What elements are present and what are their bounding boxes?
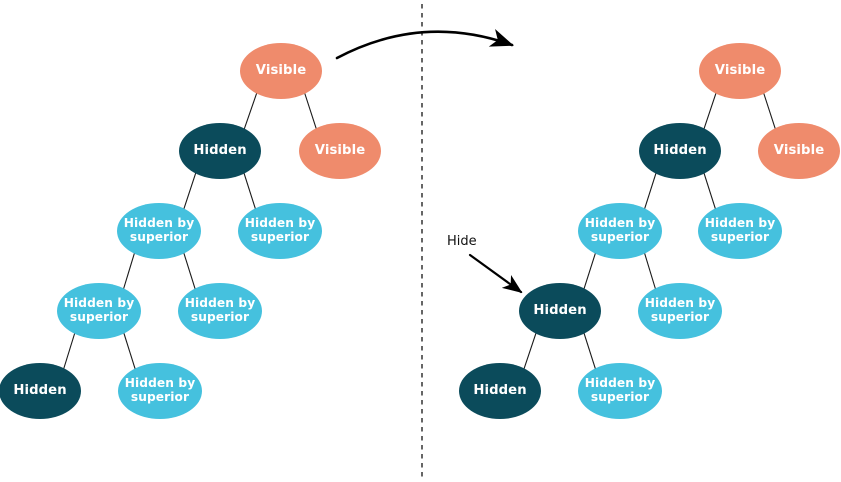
tree-node-visible[interactable]: Visible xyxy=(758,123,840,179)
tree-node-label: Visible xyxy=(255,62,307,78)
tree-edge xyxy=(123,332,136,370)
tree-node-hidden[interactable]: Hidden xyxy=(0,363,81,419)
hide-annotation-label: Hide xyxy=(447,234,477,249)
tree-node-visible[interactable]: Visible xyxy=(299,123,381,179)
tree-node-label: Hidden by superior xyxy=(644,296,716,324)
tree-node-hidden-by-superior[interactable]: Hidden by superior xyxy=(238,203,322,259)
tree-node-label: Hidden by superior xyxy=(63,296,135,324)
tree-edge xyxy=(243,92,258,130)
tree-edge xyxy=(183,172,197,210)
tree-node-label: Visible xyxy=(773,142,825,158)
tree-edge xyxy=(122,252,136,290)
tree-node-label: Hidden by superior xyxy=(584,376,656,404)
tree-edge xyxy=(523,332,537,370)
tree-node-label: Hidden xyxy=(533,302,587,318)
tree-node-visible[interactable]: Visible xyxy=(240,43,322,99)
tree-node-hidden-by-superior[interactable]: Hidden by superior xyxy=(178,283,262,339)
tree-node-label: Hidden by superior xyxy=(244,216,316,244)
tree-edge xyxy=(183,252,196,290)
tree-node-visible[interactable]: Visible xyxy=(699,43,781,99)
tree-edge xyxy=(643,172,657,210)
tree-node-hidden[interactable]: Hidden xyxy=(519,283,601,339)
tree-node-hidden[interactable]: Hidden xyxy=(459,363,541,419)
tree-node-hidden-by-superior[interactable]: Hidden by superior xyxy=(578,363,662,419)
tree-node-hidden[interactable]: Hidden xyxy=(179,123,261,179)
hide-annotation-arrow xyxy=(468,253,523,294)
tree-node-label: Hidden xyxy=(193,142,247,158)
tree-node-hidden-by-superior[interactable]: Hidden by superior xyxy=(57,283,141,339)
tree-edge xyxy=(703,92,717,130)
tree-node-hidden[interactable]: Hidden xyxy=(639,123,721,179)
tree-node-label: Hidden by superior xyxy=(584,216,656,244)
tree-node-hidden-by-superior[interactable]: Hidden by superior xyxy=(698,203,782,259)
tree-node-hidden-by-superior[interactable]: Hidden by superior xyxy=(117,203,201,259)
tree-edge xyxy=(763,92,776,130)
tree-node-label: Visible xyxy=(314,142,366,158)
tree-edge xyxy=(63,332,76,370)
tree-edge xyxy=(243,172,257,210)
tree-edge xyxy=(583,252,597,290)
tree-node-hidden-by-superior[interactable]: Hidden by superior xyxy=(578,203,662,259)
transform-curved-arrow xyxy=(335,29,514,60)
tree-edge xyxy=(304,92,317,130)
tree-node-label: Visible xyxy=(714,62,766,78)
tree-node-label: Hidden by superior xyxy=(124,376,196,404)
tree-node-hidden-by-superior[interactable]: Hidden by superior xyxy=(638,283,722,339)
tree-node-label: Hidden xyxy=(13,382,67,398)
tree-node-label: Hidden by superior xyxy=(184,296,256,324)
tree-edge xyxy=(643,252,657,290)
tree-edge xyxy=(703,172,717,210)
tree-node-label: Hidden by superior xyxy=(704,216,776,244)
tree-node-label: Hidden xyxy=(473,382,527,398)
tree-node-label: Hidden xyxy=(653,142,707,158)
tree-edge xyxy=(583,332,597,370)
tree-node-hidden-by-superior[interactable]: Hidden by superior xyxy=(118,363,202,419)
tree-node-label: Hidden by superior xyxy=(123,216,195,244)
